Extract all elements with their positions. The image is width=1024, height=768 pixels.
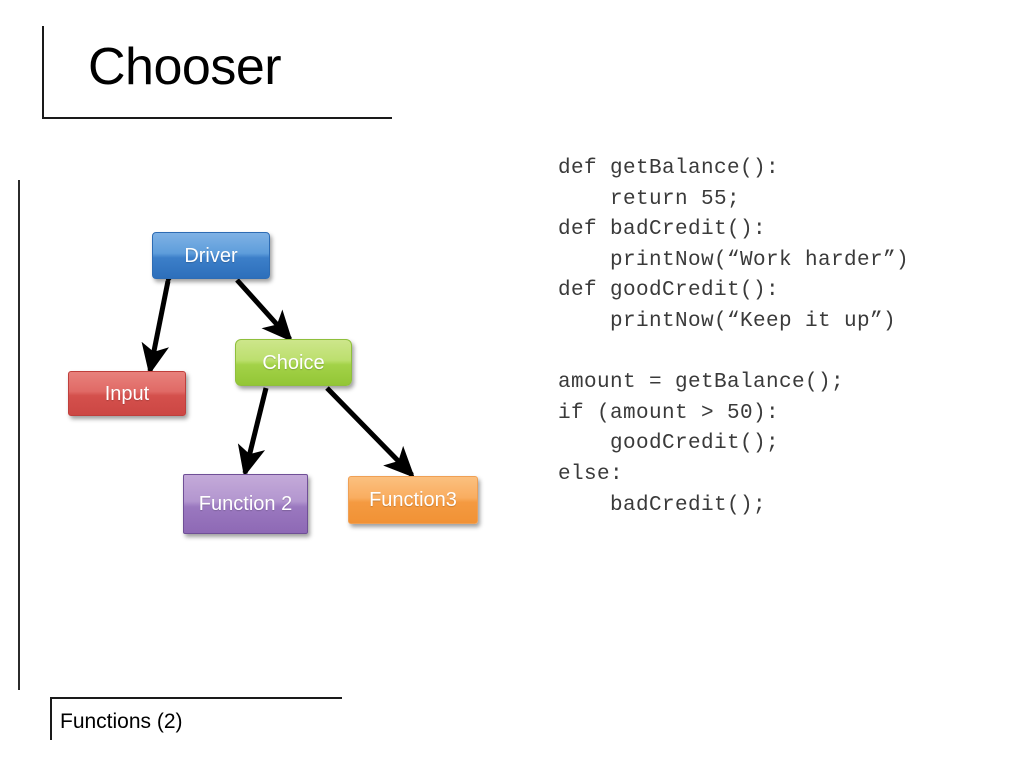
- footer-left-rule: [50, 697, 52, 740]
- node-function2[interactable]: Function 2: [183, 474, 308, 534]
- edge-driver-input: [141, 251, 188, 375]
- node-function3[interactable]: Function3: [348, 476, 478, 524]
- footer-top-rule: [50, 697, 342, 699]
- edge-choice-function3: [325, 386, 415, 478]
- node-function2-label: Function 2: [198, 493, 293, 515]
- edge-choice-function2: [237, 387, 269, 477]
- footer-label: Functions (2): [60, 710, 183, 733]
- node-input-label: Input: [104, 382, 150, 405]
- node-driver-label: Driver: [184, 244, 238, 267]
- node-choice-label: Choice: [262, 351, 325, 374]
- body-left-rule: [18, 180, 20, 690]
- edge-driver-choice: [235, 278, 293, 342]
- node-input[interactable]: Input: [68, 371, 186, 416]
- page-title: Chooser: [88, 38, 282, 96]
- title-left-rule: [42, 26, 44, 118]
- title-bottom-rule: [42, 117, 392, 119]
- node-function3-label: Function3: [369, 489, 457, 511]
- node-driver[interactable]: Driver: [152, 232, 270, 279]
- node-choice[interactable]: Choice: [235, 339, 352, 386]
- code-listing: def getBalance(): return 55; def badCred…: [558, 157, 910, 517]
